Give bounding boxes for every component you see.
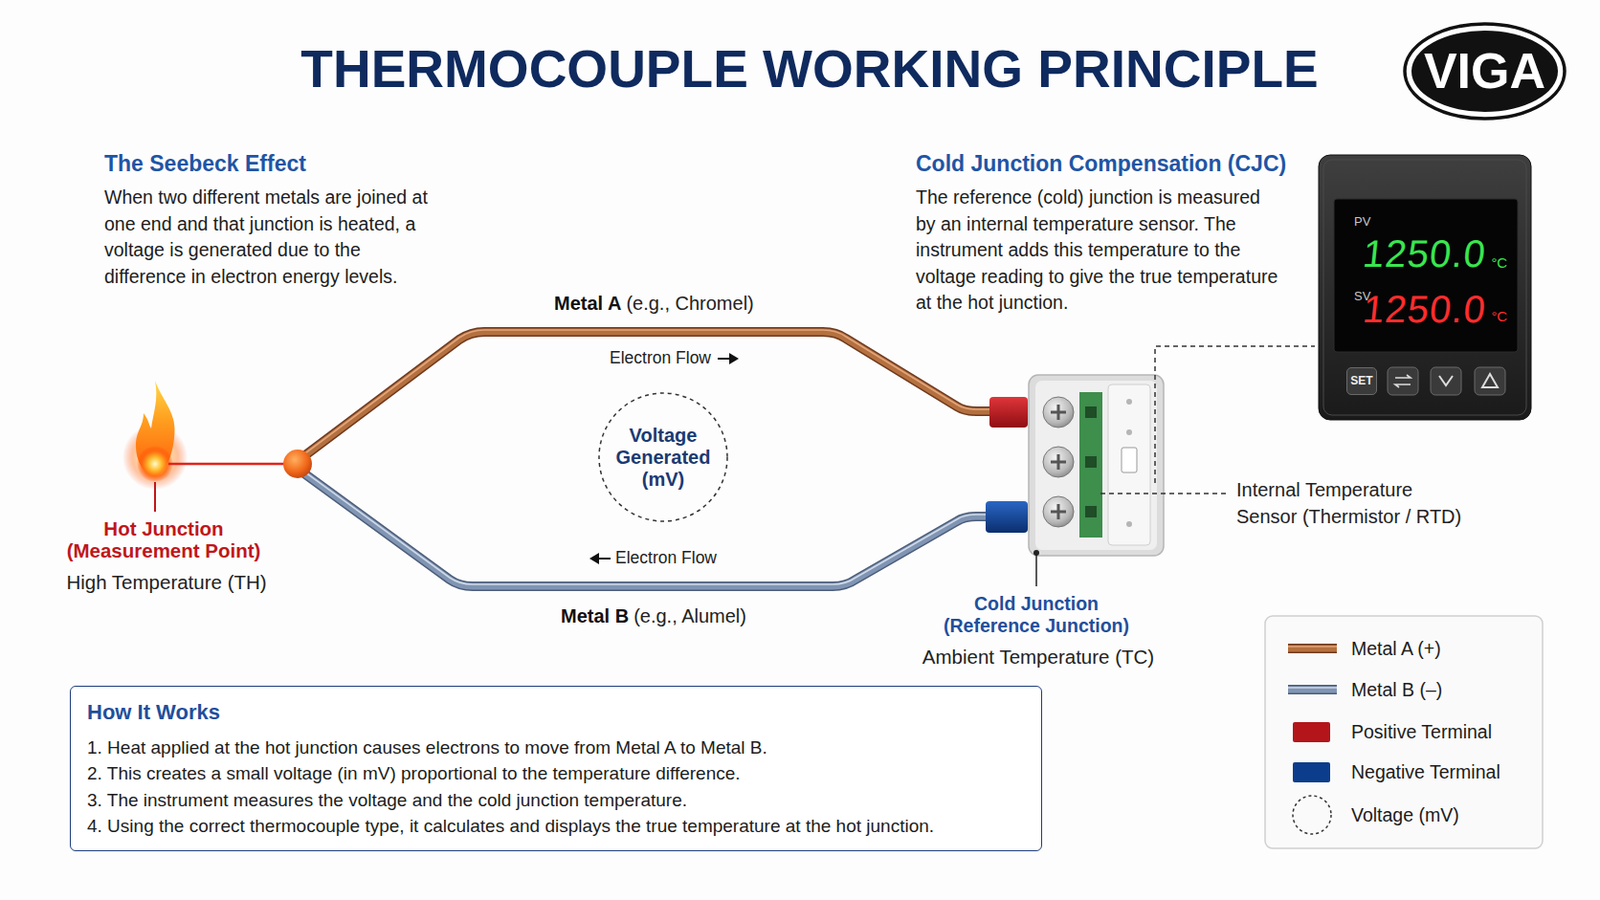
- list-item: 1. Heat applied at the hot junction caus…: [87, 734, 1025, 761]
- legend-sample: [1288, 645, 1337, 648]
- voltage-circle: Voltage Generated (mV): [597, 391, 730, 524]
- wire-example: (e.g., Alumel): [633, 604, 747, 628]
- button-icon: [1439, 376, 1453, 386]
- list-item: 4. Using the correct thermocouple type, …: [87, 813, 1025, 840]
- device-button: [1474, 367, 1506, 396]
- hot-junction-ball: [283, 449, 312, 479]
- legend-swatch: [1292, 762, 1331, 783]
- screw: [1043, 446, 1074, 478]
- wire-name: Metal B: [560, 604, 629, 628]
- leader-line: [1100, 492, 1228, 495]
- logo-ring: [1404, 23, 1565, 119]
- dashed-circle: [599, 393, 728, 522]
- screw: [1043, 496, 1074, 528]
- heat-line: [168, 463, 286, 467]
- terminal-slot: [1085, 506, 1097, 518]
- panel-hole: [1126, 521, 1133, 528]
- sensor-label: Internal Temperature Sensor (Thermistor …: [1236, 476, 1476, 531]
- list-item: 3. The instrument measures the voltage a…: [87, 787, 1025, 814]
- section-heading: The Seebeck Effect: [104, 151, 307, 178]
- temperature-label: Ambient Temperature (TC): [922, 645, 1155, 670]
- terminal-strip: [1079, 392, 1103, 538]
- display-unit: °C: [1490, 308, 1508, 326]
- wire-example: (e.g., Chromel): [625, 291, 754, 315]
- diagram-title: THERMOCOUPLE WORKING PRINCIPLE: [300, 37, 1318, 101]
- flow-arrow: [717, 357, 732, 360]
- heat-point: [136, 445, 174, 483]
- flow-arrow-head: [589, 553, 600, 565]
- leader-dot: [1033, 550, 1040, 556]
- flow-label: Electron Flow: [609, 348, 712, 369]
- panel-hole: [1126, 429, 1133, 436]
- temperature-controller: PV1250.0°CSV1250.0°CSET: [1318, 155, 1532, 421]
- section-body: When two different metals are joined at …: [104, 184, 435, 290]
- screw-slot: [1050, 454, 1067, 470]
- panel-hole: [1126, 399, 1133, 405]
- screw-slot: [1050, 504, 1067, 520]
- legend-sample: [1288, 687, 1337, 694]
- positive-terminal: [989, 397, 1028, 428]
- negative-terminal: [985, 501, 1028, 534]
- junction-label: Hot Junction (Measurement Point): [61, 517, 267, 562]
- terminal-block: [1028, 375, 1164, 556]
- device-bezel: [1323, 159, 1527, 416]
- section-heading: Cold Junction Compensation (CJC): [915, 151, 1287, 178]
- flame: [122, 380, 188, 490]
- button-text: SET: [1350, 374, 1373, 388]
- flow-arrow-head: [729, 353, 739, 365]
- screw-slot: [1050, 404, 1067, 421]
- device-button: [1430, 367, 1462, 396]
- sensor-leaders: [1100, 346, 1315, 494]
- logo-fill: [1411, 30, 1558, 112]
- list-item: 2. This creates a small voltage (in mV) …: [87, 760, 1025, 787]
- terminal-slot: [1085, 406, 1097, 419]
- legend-text: Metal A (+): [1351, 637, 1442, 661]
- legend-frame: [1265, 616, 1543, 849]
- legend-text: Metal B (–): [1351, 678, 1443, 702]
- legend-sample: [1288, 645, 1337, 653]
- section-body: The reference (cold) junction is measure…: [915, 184, 1280, 317]
- screw: [1043, 397, 1074, 428]
- legend-sample: [1288, 644, 1337, 654]
- wire-name: Metal A: [554, 291, 622, 315]
- legend-sample: [1292, 796, 1332, 835]
- terminal-face: [1035, 380, 1157, 551]
- temperature-sensor: [1121, 447, 1137, 473]
- display-tag: PV: [1354, 214, 1371, 230]
- terminal-slot: [1085, 456, 1097, 468]
- display-value: 1250.0: [1360, 286, 1489, 333]
- button-icon: [1395, 375, 1411, 388]
- set-button: SET: [1346, 367, 1378, 396]
- leader-line: [1155, 346, 1315, 484]
- leader-line: [154, 482, 156, 512]
- terminal-housing: [1028, 375, 1164, 556]
- temperature-label: High Temperature (TH): [66, 571, 267, 596]
- legend-swatch: [1292, 722, 1331, 743]
- logo-text: VIGA: [1423, 41, 1546, 101]
- device-screen: [1333, 199, 1518, 353]
- legend-sample: [1288, 687, 1337, 689]
- legend-text: Voltage (mV): [1351, 803, 1460, 827]
- circle-text: Voltage Generated (mV): [609, 424, 717, 491]
- info-box: How It Works 1. Heat applied at the hot j…: [69, 686, 1043, 852]
- button-icon: [1482, 374, 1498, 388]
- flow-arrow: [597, 557, 611, 560]
- leader-line: [1035, 553, 1038, 587]
- legend-text: Positive Terminal: [1351, 720, 1492, 744]
- terminal-panel: [1108, 384, 1151, 546]
- device-button: [1387, 367, 1419, 396]
- flow-label: Electron Flow: [615, 548, 717, 569]
- junction-label: Cold Junction (Reference Junction): [933, 593, 1140, 638]
- brand-logo: VIGA: [1402, 22, 1567, 121]
- device-body: [1318, 155, 1532, 421]
- legend-sample: [1288, 685, 1337, 695]
- display-unit: °C: [1490, 254, 1508, 272]
- box-heading: How It Works: [87, 700, 1025, 726]
- legend-text: Negative Terminal: [1351, 760, 1501, 784]
- display-value: 1250.0: [1360, 230, 1489, 277]
